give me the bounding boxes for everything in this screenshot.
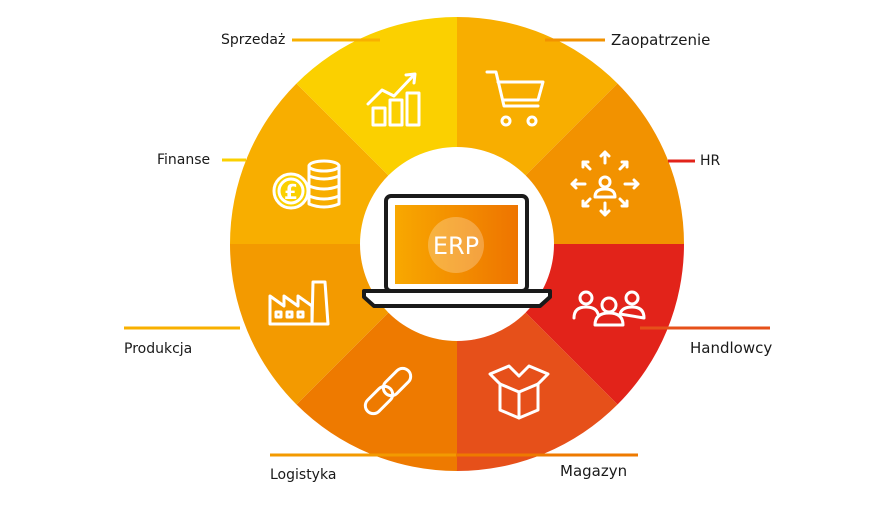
label-handlowcy: Handlowcy [690, 339, 773, 357]
label-magazyn: Magazyn [560, 462, 628, 480]
growth-chart-icon [366, 72, 421, 127]
shopping-cart-icon [485, 70, 545, 127]
laptop-screen [395, 205, 518, 284]
sector-zaopatrzenie [520, 83, 684, 245]
label-produkcja: Produkcja [124, 341, 193, 357]
factory-icon [268, 280, 330, 326]
sector-finanse [296, 17, 457, 181]
group-people-icon [572, 290, 646, 327]
label-sprzedaz: Sprzedaż [221, 32, 286, 48]
erp-badge [428, 217, 484, 273]
chain-link-icon [363, 366, 413, 416]
pound-coins-icon [272, 159, 341, 210]
laptop-icon: ERP [362, 194, 552, 308]
person-network-icon [570, 150, 640, 217]
label-logistyka: Logistyka [270, 467, 337, 483]
connector-lines [124, 38, 770, 457]
label-zaopatrzenie: Zaopatrzenie [611, 31, 711, 49]
erp-label: ERP [433, 232, 479, 260]
pound-sign-icon: £ [284, 180, 298, 204]
label-finanse: Finanse [157, 152, 211, 168]
label-hr: HR [700, 153, 721, 169]
open-box-icon [488, 364, 550, 420]
